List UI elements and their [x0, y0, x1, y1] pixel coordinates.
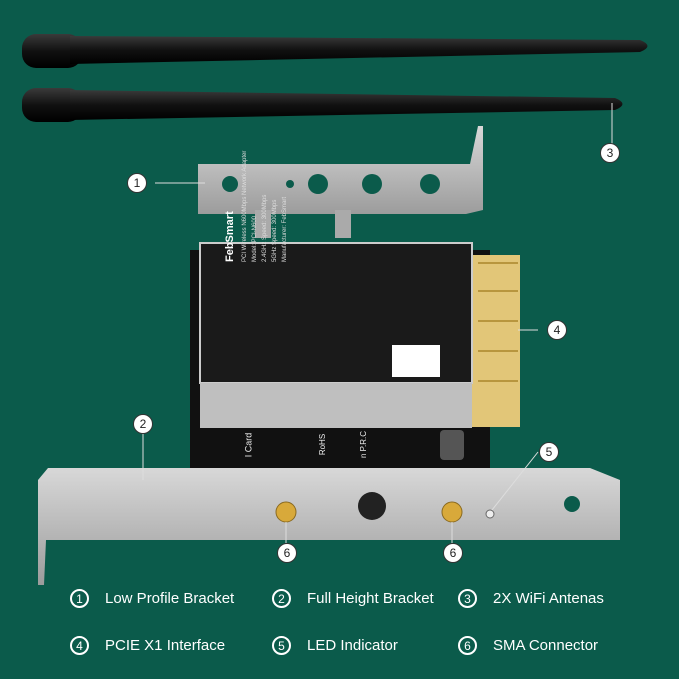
- antenna-top: [22, 34, 648, 68]
- silk-text: n P.R.C: [358, 431, 368, 458]
- callout-1: 1: [127, 173, 147, 193]
- card-label: FebSmart PCI Wireless N600Mbps Network A…: [218, 142, 318, 262]
- brand-logo: FebSmart: [224, 211, 236, 262]
- label-line: PCI Wireless N600Mbps Network Adapter: [242, 150, 248, 262]
- callout-4: 4: [547, 320, 567, 340]
- rohs-mark: RoHS: [318, 433, 328, 456]
- callout-6: 6: [443, 543, 463, 563]
- silk-text: I Card: [243, 432, 254, 458]
- antenna-bottom: [22, 88, 623, 122]
- callout-2: 2: [133, 414, 153, 434]
- callout-3: 3: [600, 143, 620, 163]
- callout-5: 5: [539, 442, 559, 462]
- label-line: Model: PCI-N600: [252, 215, 258, 262]
- low-profile-bracket: [198, 126, 483, 238]
- label-line: 2.4GHz Speed: 300Mbps: [262, 194, 268, 262]
- wifi-card: [190, 242, 520, 470]
- full-height-bracket: [38, 468, 620, 585]
- label-line: Manufacturer: FebSmart: [282, 196, 288, 262]
- label-line: 5GHz Speed: 300Mbps: [272, 199, 278, 262]
- callout-6: 6: [277, 543, 297, 563]
